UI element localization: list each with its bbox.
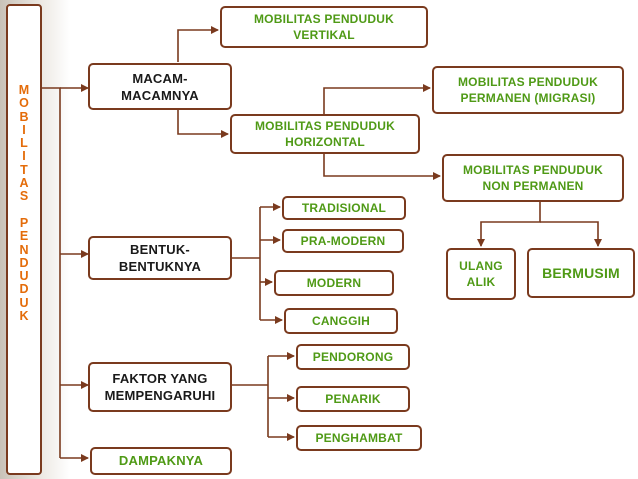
- node-ulang-alik: ULANG ALIK: [446, 248, 516, 300]
- node-permanen-text: MOBILITAS PENDUDUK PERMANEN (MIGRASI): [457, 75, 599, 105]
- vertical-title-bar: [6, 4, 42, 475]
- node-pendorong-text: PENDORONG: [312, 350, 394, 364]
- node-faktor-text: FAKTOR YANG MEMPENGARUHI: [104, 371, 216, 403]
- node-mobilitas-horizontal: MOBILITAS PENDUDUK HORIZONTAL: [230, 114, 420, 154]
- node-canggih-text: CANGGIH: [311, 314, 371, 328]
- node-tradisional: TRADISIONAL: [282, 196, 406, 220]
- node-non-permanen-text: MOBILITAS PENDUDUK NON PERMANEN: [462, 163, 604, 193]
- node-modern: MODERN: [274, 270, 394, 296]
- arrow-to-permanen: [323, 84, 431, 114]
- node-penarik: PENARIK: [296, 386, 410, 412]
- arrow-to-non-permanen: [323, 154, 441, 180]
- node-bentuk-bentuknya: BENTUK- BENTUKNYA: [88, 236, 232, 280]
- node-macam-macamnya: MACAM- MACAMNYA: [88, 63, 232, 110]
- node-dampak-text: DAMPAKNYA: [118, 453, 204, 468]
- node-macam-text: MACAM- MACAMNYA: [121, 70, 199, 103]
- node-faktor-yang-mempengaruhi: FAKTOR YANG MEMPENGARUHI: [88, 362, 232, 412]
- arrow-to-vertikal: [177, 26, 219, 62]
- node-mobilitas-non-permanen: MOBILITAS PENDUDUK NON PERMANEN: [442, 154, 624, 202]
- node-penarik-text: PENARIK: [325, 392, 381, 406]
- vertical-title: M O B I L I T A S P E N D U D U K: [18, 83, 30, 324]
- node-dampaknya: DAMPAKNYA: [90, 447, 232, 475]
- node-mobilitas-vertikal: MOBILITAS PENDUDUK VERTIKAL: [220, 6, 428, 48]
- node-penghambat-text: PENGHAMBAT: [315, 431, 403, 445]
- node-bermusim: BERMUSIM: [527, 248, 635, 298]
- node-modern-text: MODERN: [306, 276, 362, 290]
- node-horizontal-text: MOBILITAS PENDUDUK HORIZONTAL: [254, 119, 396, 149]
- node-bermusim-text: BERMUSIM: [542, 265, 620, 281]
- node-ulang-alik-text: ULANG ALIK: [459, 259, 503, 289]
- node-pra-modern-text: PRA-MODERN: [300, 234, 386, 248]
- arrow-to-horizontal: [177, 110, 229, 138]
- arrow-to-ulang-alik: [477, 202, 541, 247]
- node-vertikal-text: MOBILITAS PENDUDUK VERTIKAL: [253, 12, 395, 42]
- arrow-to-bermusim: [540, 221, 602, 247]
- node-penghambat: PENGHAMBAT: [296, 425, 422, 451]
- node-pra-modern: PRA-MODERN: [282, 229, 404, 253]
- trunk-line: [42, 87, 61, 458]
- node-mobilitas-permanen: MOBILITAS PENDUDUK PERMANEN (MIGRASI): [432, 66, 624, 114]
- node-tradisional-text: TRADISIONAL: [301, 201, 387, 215]
- node-bentuk-text: BENTUK- BENTUKNYA: [118, 242, 202, 274]
- node-pendorong: PENDORONG: [296, 344, 410, 370]
- node-canggih: CANGGIH: [284, 308, 398, 334]
